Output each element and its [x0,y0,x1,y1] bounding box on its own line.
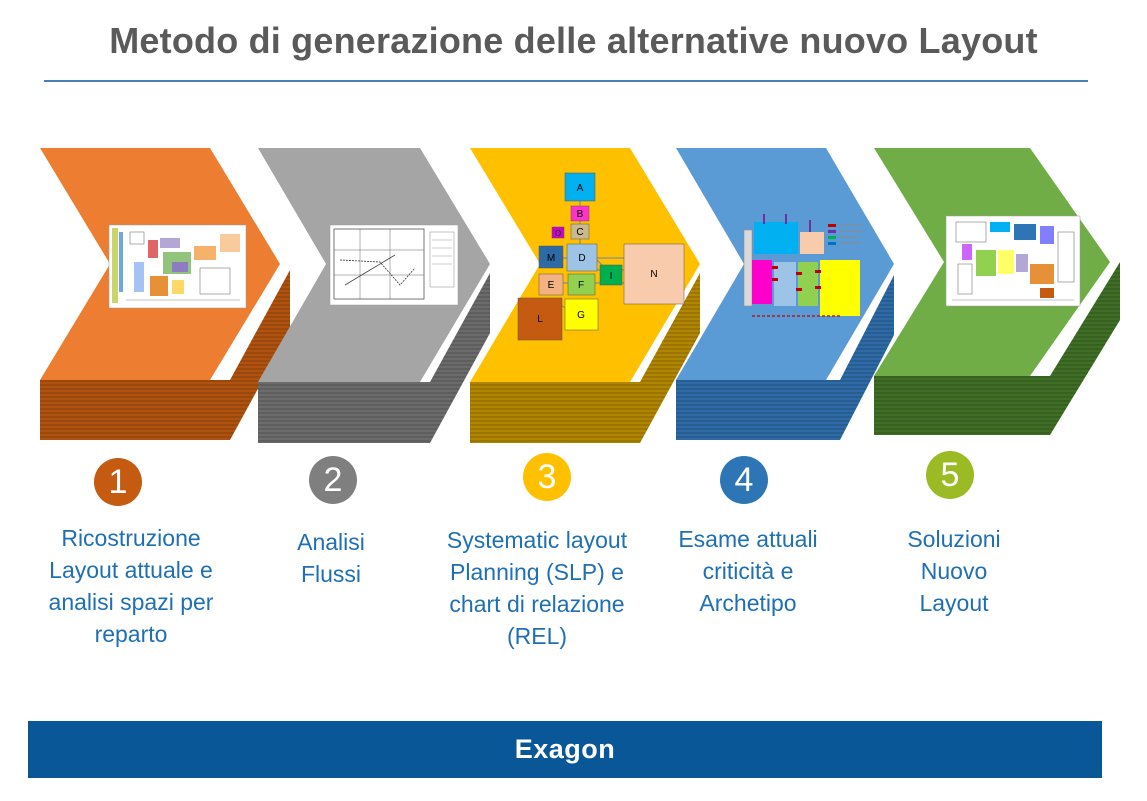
brand-logo-text: Exagon [514,734,616,764]
step-number-3: 3 [523,453,571,501]
layout-plan-image-1 [108,224,247,309]
slp-block-I: I [610,271,613,282]
step-label-1: Ricostruzione Layout attuale e analisi s… [48,525,214,647]
archetype-diagram [743,214,864,317]
slp-block-G: G [577,310,585,321]
step-label-4: Esame attuali criticità e Archetipo [678,526,818,616]
slp-block-N: N [650,269,657,280]
slp-block-C: C [576,227,583,238]
slp-block-D: D [578,253,585,264]
step-number-4: 4 [720,456,768,504]
new-layout-image [945,215,1081,307]
slp-block-diagram: A B C O D M E F I G L N [517,172,685,341]
page-title: Metodo di generazione delle alternative … [109,20,1038,61]
slp-block-L: L [537,314,543,325]
slp-block-O: O [555,229,561,238]
slp-block-E: E [548,280,555,291]
flow-analysis-image [329,224,459,306]
step-number-2: 2 [309,456,357,504]
slp-block-M: M [547,253,555,264]
step-label-3: Systematic layout Planning (SLP) e chart… [446,527,628,649]
slp-block-B: B [577,209,584,220]
step-number-5: 5 [926,451,974,499]
step-label-2: Analisi Flussi [297,529,365,587]
slp-block-F: F [578,280,584,291]
step-number-1: 1 [94,458,142,506]
step-label-5: Soluzioni Nuovo Layout [907,526,1001,616]
title-divider [44,80,1088,82]
slp-block-A: A [577,183,584,194]
footer-bar: Exagon [28,721,1102,778]
